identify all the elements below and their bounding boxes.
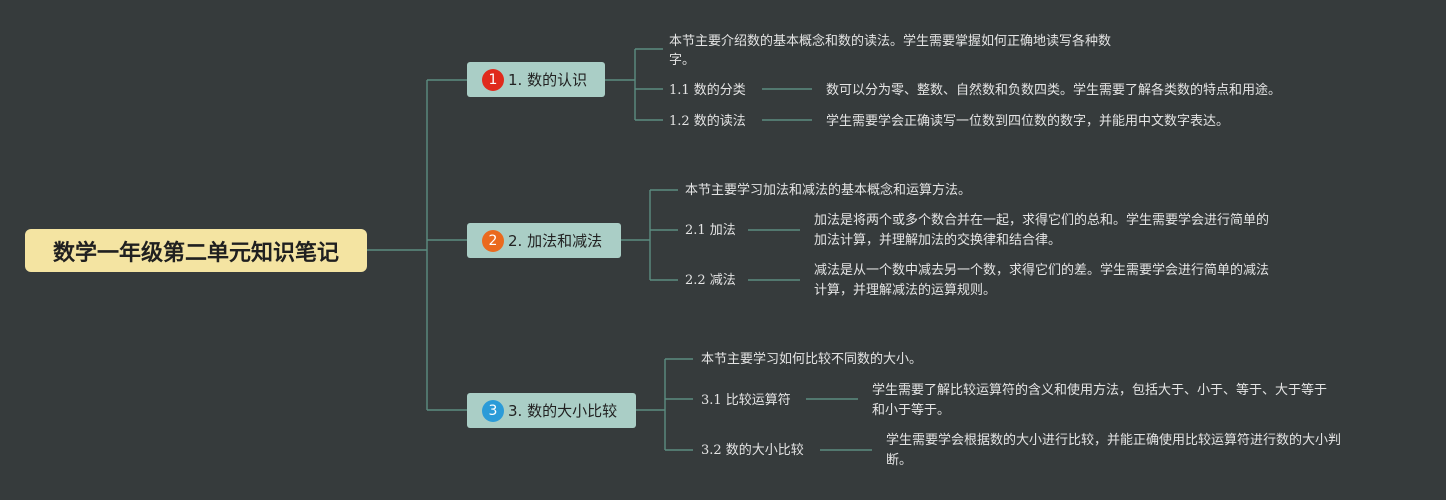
branch-topic-3[interactable]: 3 3. 数的大小比较 — [467, 393, 636, 428]
priority-3-icon: 3 — [482, 399, 504, 422]
subtopic-2-2-desc-line-1: 减法是从一个数中减去另一个数，求得它们的差。学生需要学会进行简单的减法 — [814, 263, 1270, 278]
branch-1-summary-line-2: 字。 — [669, 53, 696, 68]
priority-2-icon: 2 — [482, 229, 504, 252]
subtopic-2-2[interactable]: 2.2 减法 — [685, 273, 736, 288]
subtopic-3-1[interactable]: 3.1 比较运算符 — [701, 393, 791, 408]
branch-1-summary-line-1: 本节主要介绍数的基本概念和数的读法。学生需要掌握如何正确地读写各种数 — [669, 34, 1112, 49]
branch-label-2: 2. 加法和减法 — [508, 232, 603, 250]
branch-3-summary: 本节主要学习如何比较不同数的大小。 — [701, 352, 923, 367]
subtopic-3-2[interactable]: 3.2 数的大小比较 — [701, 443, 804, 458]
subtopic-1-2-desc: 学生需要学会正确读写一位数到四位数的数字，并能用中文数字表达。 — [826, 114, 1230, 129]
branch-topic-1[interactable]: 1 1. 数的认识 — [467, 62, 605, 97]
priority-1-icon: 1 — [482, 68, 504, 91]
subtopic-3-1-desc-line-2: 和小于等于。 — [872, 403, 951, 418]
subtopic-1-1[interactable]: 1.1 数的分类 — [669, 83, 746, 98]
root-topic[interactable]: 数学一年级第二单元知识笔记 — [25, 229, 367, 272]
subtopic-1-2[interactable]: 1.2 数的读法 — [669, 114, 746, 129]
branch-label-3: 3. 数的大小比较 — [508, 402, 618, 420]
subtopic-2-1-desc-line-2: 加法计算，并理解加法的交换律和结合律。 — [814, 233, 1062, 248]
branch-2-summary: 本节主要学习加法和减法的基本概念和运算方法。 — [685, 183, 972, 198]
subtopic-3-2-desc-line-2: 断。 — [886, 453, 913, 468]
branch-label-1: 1. 数的认识 — [508, 71, 588, 89]
subtopic-2-1-desc-line-1: 加法是将两个或多个数合并在一起，求得它们的总和。学生需要学会进行简单的 — [814, 213, 1270, 228]
subtopic-2-2-desc-line-2: 计算，并理解减法的运算规则。 — [814, 283, 997, 298]
subtopic-3-1-desc-line-1: 学生需要了解比较运算符的含义和使用方法，包括大于、小于、等于、大于等于 — [872, 383, 1328, 398]
subtopic-2-1[interactable]: 2.1 加法 — [685, 223, 736, 238]
subtopic-1-1-desc: 数可以分为零、整数、自然数和负数四类。学生需要了解各类数的特点和用途。 — [826, 83, 1282, 98]
subtopic-3-2-desc-line-1: 学生需要学会根据数的大小进行比较，并能正确使用比较运算符进行数的大小判 — [886, 433, 1342, 448]
branch-topic-2[interactable]: 2 2. 加法和减法 — [467, 223, 621, 258]
